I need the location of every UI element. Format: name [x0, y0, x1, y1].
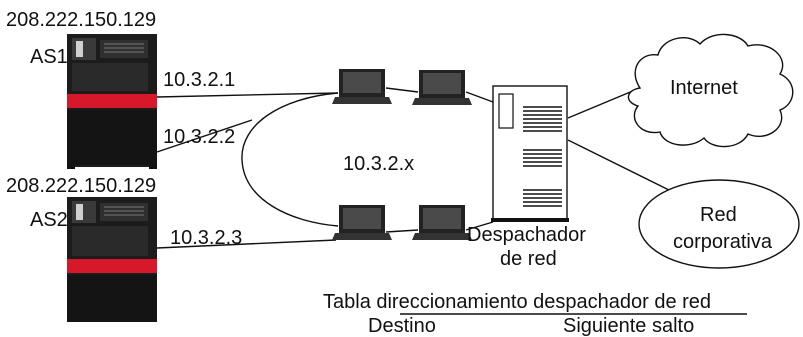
corporate-network-label: Red: [700, 204, 737, 226]
corporate-network-label-line2: corporativa: [673, 231, 772, 253]
server-as1: [67, 34, 157, 169]
as1-interface-1: 10.3.2.1: [163, 69, 236, 91]
internet-cloud-icon: [627, 33, 794, 148]
corporate-network-icon: [638, 179, 800, 269]
as1-public-ip: 208.222.150.129: [6, 9, 157, 31]
as2-interface-1: 10.3.2.3: [170, 227, 243, 249]
laptop-icon: [412, 205, 472, 240]
as2-public-ip: 208.222.150.129: [6, 175, 157, 197]
dispatcher-label-line2: de red: [500, 248, 557, 270]
as2-label: AS2: [30, 209, 68, 231]
network-diagram: 208.222.150.129 AS1 10.3.2.1 10.3.2.2 10…: [6, 9, 800, 336]
dispatcher-label: Despachador: [467, 224, 586, 246]
laptop-icon: [332, 205, 392, 240]
diagram-graphics: [67, 33, 800, 322]
routing-table-title: Tabla direccionamiento despachador de re…: [323, 291, 712, 313]
connection-lines: [156, 87, 747, 315]
laptop-icon: [412, 70, 472, 105]
as1-label: AS1: [30, 46, 68, 68]
laptop-icon: [332, 69, 392, 104]
routing-table-header-next-hop: Siguiente salto: [563, 315, 695, 337]
as1-interface-2: 10.3.2.2: [163, 126, 236, 148]
routing-table-header-destination: Destino: [368, 315, 436, 337]
server-as2: [67, 197, 157, 322]
internet-label: Internet: [670, 77, 738, 99]
network-label: 10.3.2.x: [343, 153, 415, 175]
dispatcher-server: [491, 85, 569, 222]
